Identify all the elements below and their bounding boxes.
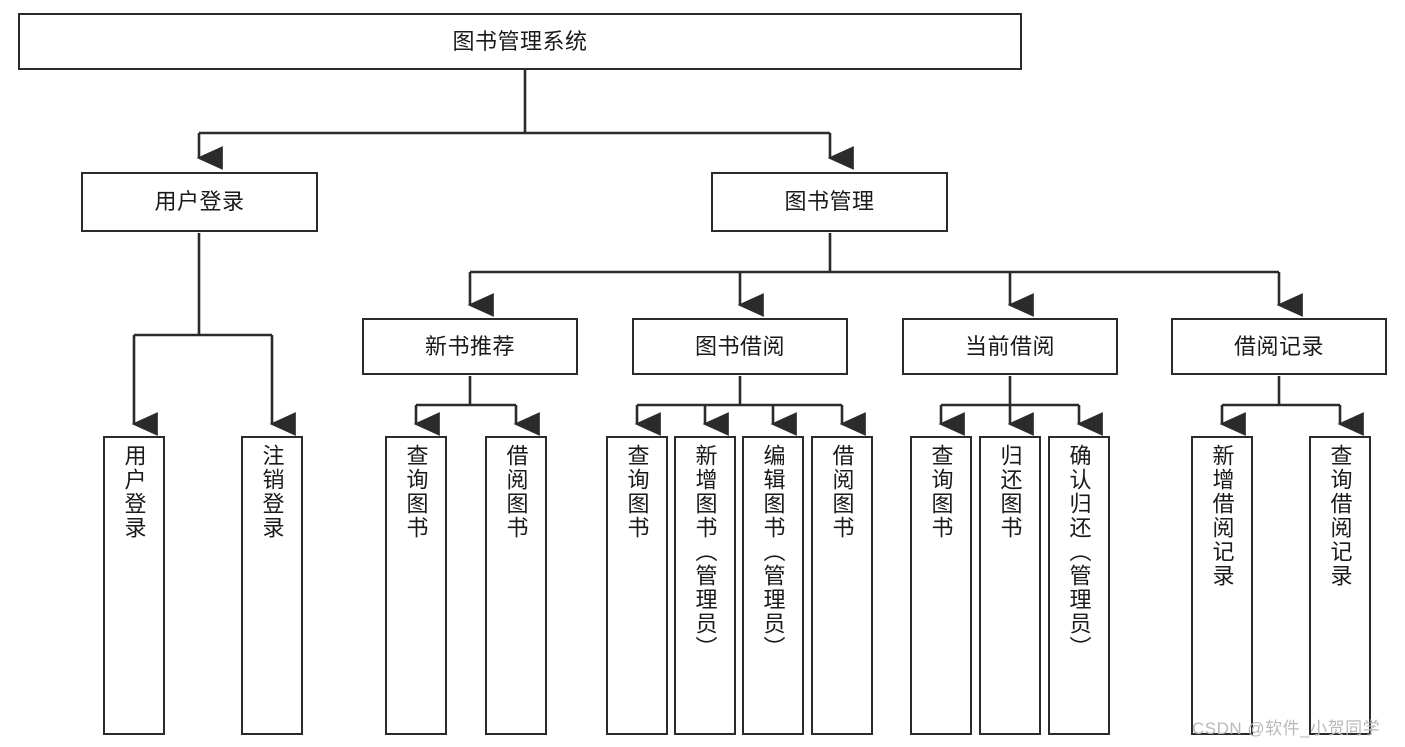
node-borrow-record[interactable]: 借阅记录	[1171, 318, 1387, 375]
leaf-query-book-2-label: 查询图书	[624, 444, 650, 540]
leaf-return-book[interactable]: 归还图书	[979, 436, 1041, 735]
leaf-add-record[interactable]: 新增借阅记录	[1191, 436, 1253, 735]
node-new-book-recommend[interactable]: 新书推荐	[362, 318, 578, 375]
leaf-logout-login-label: 注销登录	[259, 444, 285, 540]
csdn-watermark: CSDN @软件_小贺同学	[1192, 719, 1381, 738]
node-borrow-record-label: 借阅记录	[1233, 333, 1324, 359]
node-new-book-recommend-label: 新书推荐	[424, 333, 515, 359]
leaf-query-record-label: 查询借阅记录	[1327, 444, 1353, 588]
leaf-query-book-2[interactable]: 查询图书	[606, 436, 668, 735]
node-user-login-label: 用户登录	[154, 189, 245, 215]
node-current-borrow-label: 当前借阅	[964, 333, 1055, 359]
leaf-add-book[interactable]: 新增图书（管理员）	[674, 436, 736, 735]
leaf-borrow-book-2[interactable]: 借阅图书	[811, 436, 873, 735]
leaf-borrow-book-2-label: 借阅图书	[829, 444, 855, 540]
node-current-borrow[interactable]: 当前借阅	[902, 318, 1118, 375]
node-book-borrow-label: 图书借阅	[694, 333, 785, 359]
leaf-edit-book-label: 编辑图书（管理员）	[760, 444, 786, 660]
leaf-edit-book[interactable]: 编辑图书（管理员）	[742, 436, 804, 735]
leaf-user-login-label: 用户登录	[121, 444, 147, 540]
leaf-borrow-book-1[interactable]: 借阅图书	[485, 436, 547, 735]
node-book-borrow[interactable]: 图书借阅	[632, 318, 848, 375]
node-root-label: 图书管理系统	[452, 28, 588, 54]
node-book-manage[interactable]: 图书管理	[711, 172, 948, 232]
leaf-confirm-return-label: 确认归还（管理员）	[1066, 444, 1092, 660]
leaf-query-book-1[interactable]: 查询图书	[385, 436, 447, 735]
leaf-confirm-return[interactable]: 确认归还（管理员）	[1048, 436, 1110, 735]
leaf-add-record-label: 新增借阅记录	[1209, 444, 1235, 588]
node-user-login[interactable]: 用户登录	[81, 172, 318, 232]
leaf-query-book-3[interactable]: 查询图书	[910, 436, 972, 735]
leaf-query-record[interactable]: 查询借阅记录	[1309, 436, 1371, 735]
node-book-manage-label: 图书管理	[784, 189, 875, 215]
leaf-query-book-1-label: 查询图书	[403, 444, 429, 540]
leaf-user-login[interactable]: 用户登录	[103, 436, 165, 735]
leaf-return-book-label: 归还图书	[997, 444, 1023, 540]
leaf-logout-login[interactable]: 注销登录	[241, 436, 303, 735]
node-root-system[interactable]: 图书管理系统	[18, 13, 1022, 70]
leaf-add-book-label: 新增图书（管理员）	[692, 444, 718, 660]
leaf-query-book-3-label: 查询图书	[928, 444, 954, 540]
leaf-borrow-book-1-label: 借阅图书	[503, 444, 529, 540]
